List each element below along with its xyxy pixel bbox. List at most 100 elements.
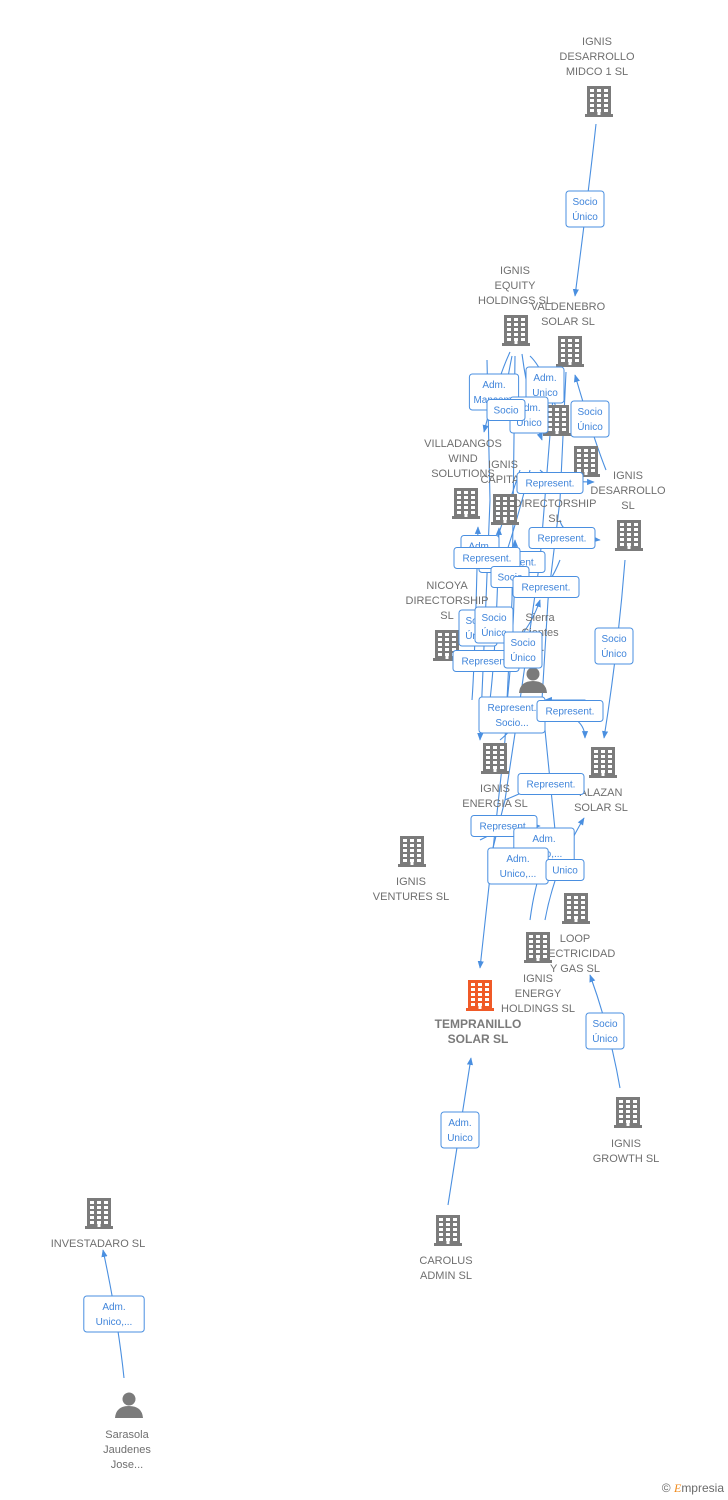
node-sarasola[interactable]: SarasolaJaudenesJose...	[103, 1392, 151, 1472]
node-hidden-hol[interactable]	[543, 405, 571, 436]
edge-label-text: Único	[577, 420, 603, 433]
edge-label-text: Unico	[532, 388, 558, 399]
edge-label[interactable]: Adm.Unico,...	[487, 847, 549, 885]
building-icon	[585, 86, 613, 117]
edge-label-text: Adm.	[448, 1118, 471, 1129]
node-label: LOOP	[560, 933, 591, 945]
node-label: IGNIS	[488, 459, 518, 471]
building-icon	[615, 520, 643, 551]
node-label: CAROLUS	[419, 1255, 472, 1267]
node-label: IGNIS	[613, 470, 643, 482]
edge-label-text: Único	[572, 210, 598, 223]
node-label: Jose...	[111, 1459, 143, 1471]
node-ignis-growth[interactable]: IGNIS GROWTH SL	[593, 1097, 660, 1165]
edge-label-text: Unico,...	[96, 1317, 133, 1328]
node-label: DESARROLLO	[559, 51, 635, 63]
brand-name: mpresia	[681, 1481, 724, 1495]
node-label: SL	[548, 513, 561, 525]
node-loop[interactable]: LOOP ELECTRICIDAD Y GAS SL	[535, 893, 616, 975]
edge-label-text: Adm.	[482, 380, 505, 391]
brand-initial: E	[673, 1481, 682, 1495]
edge-label[interactable]: Adm.Unico,...	[83, 1295, 145, 1333]
node-label: HOLDINGS SL	[478, 295, 552, 307]
edge-label[interactable]: Represent.	[516, 472, 584, 494]
relationship-edge	[541, 371, 567, 881]
node-label: VILLADANGOS	[424, 438, 502, 450]
node-label: SOLAR SL	[448, 1032, 509, 1046]
node-label: GROWTH SL	[593, 1153, 660, 1165]
building-icon	[502, 315, 530, 346]
edge-label[interactable]: Represent.Socio...	[478, 696, 546, 734]
building-icon	[398, 836, 426, 867]
edge-label-text: Represent.	[522, 583, 571, 594]
edge-label-text: Socio	[481, 613, 506, 624]
node-label: Sierra	[525, 612, 555, 624]
building-icon	[556, 336, 584, 367]
node-ignis-ventures[interactable]: IGNIS VENTURES SL	[373, 836, 449, 903]
edge-label-text: Unico	[552, 866, 578, 877]
node-label: SOLUTIONS	[431, 468, 495, 480]
edge-label-text: Socio	[577, 407, 602, 418]
person-icon	[519, 667, 547, 693]
edge-label-text: Único	[510, 651, 536, 664]
building-icon	[491, 494, 519, 525]
node-label: ELECTRICIDAD	[535, 948, 616, 960]
edge-label-text: Adm.	[532, 834, 555, 845]
person-icon	[115, 1392, 143, 1418]
edge-label[interactable]: Represent.	[528, 527, 596, 549]
node-label: SL	[621, 500, 634, 512]
node-label: DIRECTORSHIP	[406, 595, 489, 607]
building-icon	[452, 488, 480, 519]
edge-label-text: Socio	[510, 638, 535, 649]
node-label: IGNIS	[611, 1138, 641, 1150]
edge-label[interactable]: Socio	[486, 399, 526, 421]
edge-label-text: Represent.	[463, 554, 512, 565]
node-sierra[interactable]: SierraCientes...	[519, 612, 559, 693]
edge-label-text: Único	[601, 647, 627, 660]
edge-label[interactable]: Represent.	[517, 773, 585, 795]
building-icon	[614, 1097, 642, 1128]
node-label: SOLAR SL	[541, 316, 595, 328]
edge-label-text: Represent.	[526, 479, 575, 490]
building-icon	[481, 743, 509, 774]
node-label: IGNIS	[396, 876, 426, 888]
node-directorship[interactable]: DIRECTORSHIP SL	[514, 446, 600, 525]
edge-label-text: Socio	[572, 197, 597, 208]
node-label: IGNIS	[500, 265, 530, 277]
node-label: Y GAS SL	[550, 963, 600, 975]
building-icon	[543, 405, 571, 436]
edge-label[interactable]: Represent.	[512, 576, 580, 598]
node-label: DIRECTORSHIP	[514, 498, 597, 510]
node-valdenebro[interactable]: VALDENEBRO SOLAR SL	[531, 301, 606, 367]
edge-label[interactable]: Adm.Unico	[440, 1111, 480, 1149]
edge-label[interactable]: Unico	[545, 859, 585, 881]
node-label: VALDENEBRO	[531, 301, 606, 313]
node-investadaro[interactable]: INVESTADARO SL	[51, 1198, 146, 1250]
edge-label-text: Socio...	[495, 718, 528, 729]
edge-label[interactable]: Represent.	[536, 700, 604, 722]
edge-label[interactable]: Represent.	[453, 547, 521, 569]
node-label: VENTURES SL	[373, 891, 449, 903]
building-icon	[85, 1198, 113, 1229]
node-label: Sarasola	[105, 1429, 149, 1441]
building-icon	[466, 980, 494, 1011]
